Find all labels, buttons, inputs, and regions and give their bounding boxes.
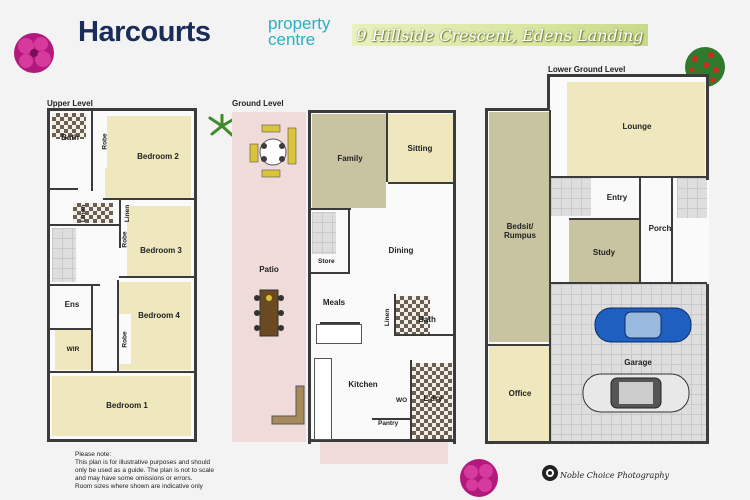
ground-linen: Linen [384, 308, 392, 327]
photography-credit: Noble Choice Photography [560, 471, 670, 480]
upper-linen-2: Linen [124, 204, 132, 223]
lounge-sofa-icon [271, 385, 305, 425]
car-icon [582, 373, 690, 413]
ground-kitchen: Kitchen [348, 380, 378, 389]
dining-table-icon [254, 289, 284, 337]
ground-wo: WO [396, 397, 408, 404]
ground-bath: Bath [418, 315, 436, 324]
lower-level-plan: Lounge Entry Bedsit/ Rumpus Study Porch … [485, 74, 713, 444]
pink-flower-shrub-icon [14, 33, 54, 73]
lower-garage: Garage [624, 358, 652, 367]
disclaimer-note: Please note: This plan is for illustrati… [75, 451, 215, 490]
lower-porch: Porch [648, 224, 672, 233]
brand-name: Harcourts [78, 16, 211, 48]
upper-ensuite: Ens [64, 300, 80, 309]
ground-level-label: Ground Level [232, 99, 284, 108]
upper-bedroom-4: Bedroom 4 [138, 311, 180, 320]
lower-lounge: Lounge [622, 122, 652, 131]
lower-bedsit-rumpus: Bedsit/ Rumpus [504, 222, 536, 240]
upper-level-label: Upper Level [47, 99, 93, 108]
ground-level-plan: Family Sitting Dining Store Patio Meals … [232, 108, 456, 464]
upper-bedroom-2: Bedroom 2 [137, 152, 179, 161]
upper-wir: WIR [66, 346, 80, 353]
ground-laundry: L'dry [423, 394, 443, 403]
lower-entry: Entry [606, 193, 628, 202]
upper-linen: Linen [80, 204, 88, 223]
camera-logo-icon [542, 465, 558, 481]
address-text: 9 Hillside Crescent, Edens Landing [356, 26, 644, 45]
ground-sitting: Sitting [407, 144, 433, 153]
ground-dining: Dining [388, 246, 414, 255]
round-table-icon [249, 124, 297, 178]
pink-flower-shrub-icon [460, 459, 498, 497]
upper-level-plan: Bath Robe Bedroom 2 Linen Linen Robe Bed… [47, 108, 197, 442]
ground-patio: Patio [259, 265, 279, 274]
car-icon [594, 307, 692, 343]
lower-level-label: Lower Ground Level [548, 65, 626, 74]
upper-robe-3: Robe [121, 331, 129, 348]
ground-family: Family [337, 154, 363, 163]
lower-office: Office [508, 389, 532, 398]
upper-robe-2: Robe [121, 231, 129, 248]
upper-robe: Robe [101, 133, 109, 150]
address-banner: 9 Hillside Crescent, Edens Landing [352, 24, 648, 46]
upper-bedroom-1: Bedroom 1 [106, 401, 148, 410]
upper-bath: Bath [61, 133, 79, 142]
ground-pantry: Pantry [378, 420, 399, 427]
ground-meals: Meals [322, 298, 346, 307]
ground-store: Store [318, 258, 335, 265]
upper-bedroom-3: Bedroom 3 [140, 246, 182, 255]
lower-study: Study [592, 248, 616, 257]
brand-tagline: property centre [268, 14, 331, 49]
